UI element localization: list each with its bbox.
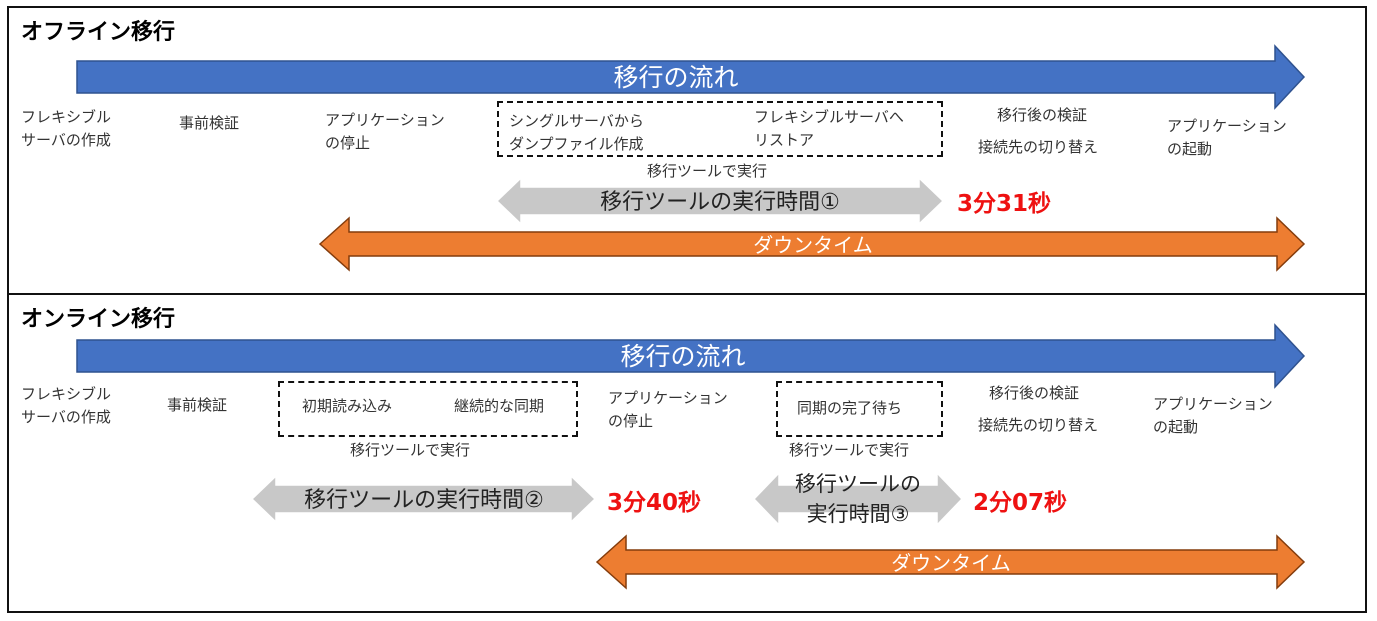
online-tool-time-arrow-2: 移行ツールの実行時間②: [250, 474, 597, 524]
offline-step-restore: フレキシブルサーバへ リストア: [754, 108, 904, 149]
online-step-initial-load: 初期読み込み: [302, 397, 393, 415]
offline-step-dump: シングルサーバから ダンプファイル作成: [509, 112, 644, 153]
offline-tool-time-label: 移行ツールの実行時間①: [600, 190, 840, 215]
offline-step-verify: 移行後の検証: [997, 106, 1088, 124]
offline-step-switch: 接続先の切り替え: [978, 138, 1099, 156]
offline-flow-label: 移行の流れ: [613, 63, 738, 92]
online-step-wait-sync: 同期の完了待ち: [797, 399, 903, 417]
offline-tool-time-value: 3分31秒: [957, 191, 1052, 217]
offline-step-create-server: フレキシブル サーバの作成: [21, 108, 112, 149]
offline-downtime-label: ダウンタイム: [753, 233, 873, 257]
offline-tool-scope-box: [497, 101, 943, 157]
online-tool-time-arrow-3: 移行ツールの 実行時間③: [752, 471, 964, 527]
online-tool-scope-box-2: [776, 381, 943, 437]
online-tool-caption-1: 移行ツールで実行: [350, 441, 471, 459]
offline-migration-panel: オフライン移行 移行の流れ 移行ツールの実行時間① ダウンタイム フレキシブル …: [7, 6, 1367, 295]
offline-arrows: 移行の流れ 移行ツールの実行時間① ダウンタイム: [76, 44, 1306, 272]
offline-title: オフライン移行: [21, 20, 176, 45]
online-tool-scope-box-1: [278, 381, 578, 437]
online-tool-time-value-3: 2分07秒: [973, 490, 1068, 516]
online-migration-panel: オンライン移行 移行の流れ 移行ツールの実行時間② 移行ツールの 実行時間③ ダ…: [7, 293, 1367, 613]
online-step-stop-app: アプリケーション の停止: [608, 389, 728, 430]
offline-step-precheck: 事前検証: [179, 114, 240, 132]
offline-tool-time-arrow: 移行ツールの実行時間①: [495, 176, 945, 226]
offline-step-stop-app: アプリケーション の停止: [325, 111, 445, 152]
offline-downtime-arrow: ダウンタイム: [318, 216, 1306, 272]
online-step-verify: 移行後の検証: [989, 384, 1080, 402]
online-tool-time-value-2: 3分40秒: [607, 490, 702, 516]
online-step-create-server: フレキシブル サーバの作成: [21, 385, 112, 426]
online-step-continuous-sync: 継続的な同期: [454, 397, 545, 415]
online-arrows: 移行の流れ 移行ツールの実行時間② 移行ツールの 実行時間③ ダウンタイム: [76, 323, 1306, 590]
online-tool-time-label-3b: 実行時間③: [807, 502, 910, 526]
offline-tool-caption: 移行ツールで実行: [647, 162, 768, 180]
offline-flow-arrow: 移行の流れ: [76, 44, 1306, 110]
online-step-switch: 接続先の切り替え: [978, 416, 1099, 434]
online-flow-arrow: 移行の流れ: [76, 323, 1306, 389]
online-tool-time-label-2: 移行ツールの実行時間②: [304, 488, 544, 513]
online-title: オンライン移行: [21, 307, 176, 332]
online-step-precheck: 事前検証: [167, 396, 228, 414]
offline-step-start-app: アプリケーション の起動: [1167, 117, 1287, 158]
online-flow-label: 移行の流れ: [620, 342, 745, 371]
online-tool-time-label-3a: 移行ツールの: [795, 472, 921, 496]
online-step-start-app: アプリケーション の起動: [1153, 395, 1273, 436]
online-downtime-arrow: ダウンタイム: [595, 534, 1306, 590]
online-downtime-label: ダウンタイム: [891, 551, 1011, 575]
online-tool-caption-2: 移行ツールで実行: [789, 441, 910, 459]
